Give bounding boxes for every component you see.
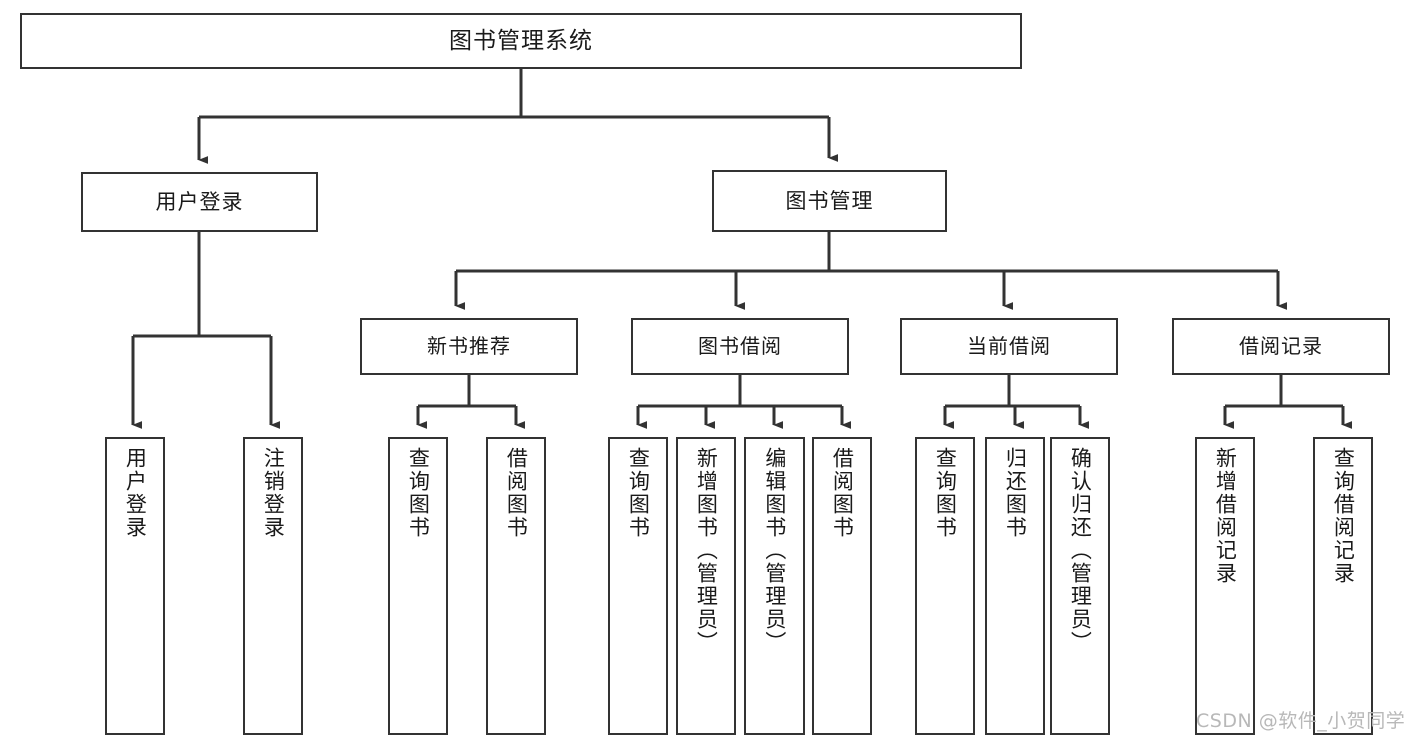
node-borrow-record[interactable]: 借阅记录 xyxy=(1172,318,1390,375)
leaf-logout[interactable]: 注销登录 xyxy=(243,437,303,735)
node-label: 新增借阅记录 xyxy=(1213,447,1238,585)
node-label: 新增图书（管理员） xyxy=(694,447,719,654)
node-root-system[interactable]: 图书管理系统 xyxy=(20,13,1022,69)
node-label: 归还图书 xyxy=(1003,447,1028,539)
leaf-user-login[interactable]: 用户登录 xyxy=(105,437,165,735)
node-book-management[interactable]: 图书管理 xyxy=(712,170,947,232)
node-label: 新书推荐 xyxy=(427,334,511,358)
node-user-login[interactable]: 用户登录 xyxy=(81,172,318,232)
leaf-borrow-book[interactable]: 借阅图书 xyxy=(812,437,872,735)
node-label: 借阅图书 xyxy=(504,447,529,539)
node-label: 确认归还（管理员） xyxy=(1068,447,1093,654)
leaf-borrow-book-recommend[interactable]: 借阅图书 xyxy=(486,437,546,735)
node-label: 图书管理 xyxy=(785,188,874,213)
leaf-return-book[interactable]: 归还图书 xyxy=(985,437,1045,735)
leaf-query-borrow-record[interactable]: 查询借阅记录 xyxy=(1313,437,1373,735)
node-label: 用户登录 xyxy=(155,189,244,214)
node-label: 查询图书 xyxy=(933,447,958,539)
leaf-query-book-current[interactable]: 查询图书 xyxy=(915,437,975,735)
node-label: 查询图书 xyxy=(626,447,651,539)
leaf-add-borrow-record[interactable]: 新增借阅记录 xyxy=(1195,437,1255,735)
leaf-confirm-return-admin[interactable]: 确认归还（管理员） xyxy=(1050,437,1110,735)
node-label: 编辑图书（管理员） xyxy=(762,447,787,654)
leaf-add-book-admin[interactable]: 新增图书（管理员） xyxy=(676,437,736,735)
csdn-watermark: CSDN @软件_小贺同学 xyxy=(1196,710,1405,732)
node-label: 当前借阅 xyxy=(967,334,1051,358)
node-book-borrow[interactable]: 图书借阅 xyxy=(631,318,849,375)
leaf-query-book-recommend[interactable]: 查询图书 xyxy=(388,437,448,735)
node-label: 借阅图书 xyxy=(830,447,855,539)
leaf-edit-book-admin[interactable]: 编辑图书（管理员） xyxy=(744,437,805,735)
node-label: 图书借阅 xyxy=(698,334,782,358)
node-current-borrow[interactable]: 当前借阅 xyxy=(900,318,1118,375)
node-label: 查询图书 xyxy=(406,447,431,539)
node-label: 图书管理系统 xyxy=(449,27,593,54)
leaf-query-book-borrow[interactable]: 查询图书 xyxy=(608,437,668,735)
node-label: 借阅记录 xyxy=(1239,334,1323,358)
node-new-book-recommend[interactable]: 新书推荐 xyxy=(360,318,578,375)
node-label: 注销登录 xyxy=(261,447,286,539)
node-label: 查询借阅记录 xyxy=(1331,447,1356,585)
node-label: 用户登录 xyxy=(123,447,148,539)
